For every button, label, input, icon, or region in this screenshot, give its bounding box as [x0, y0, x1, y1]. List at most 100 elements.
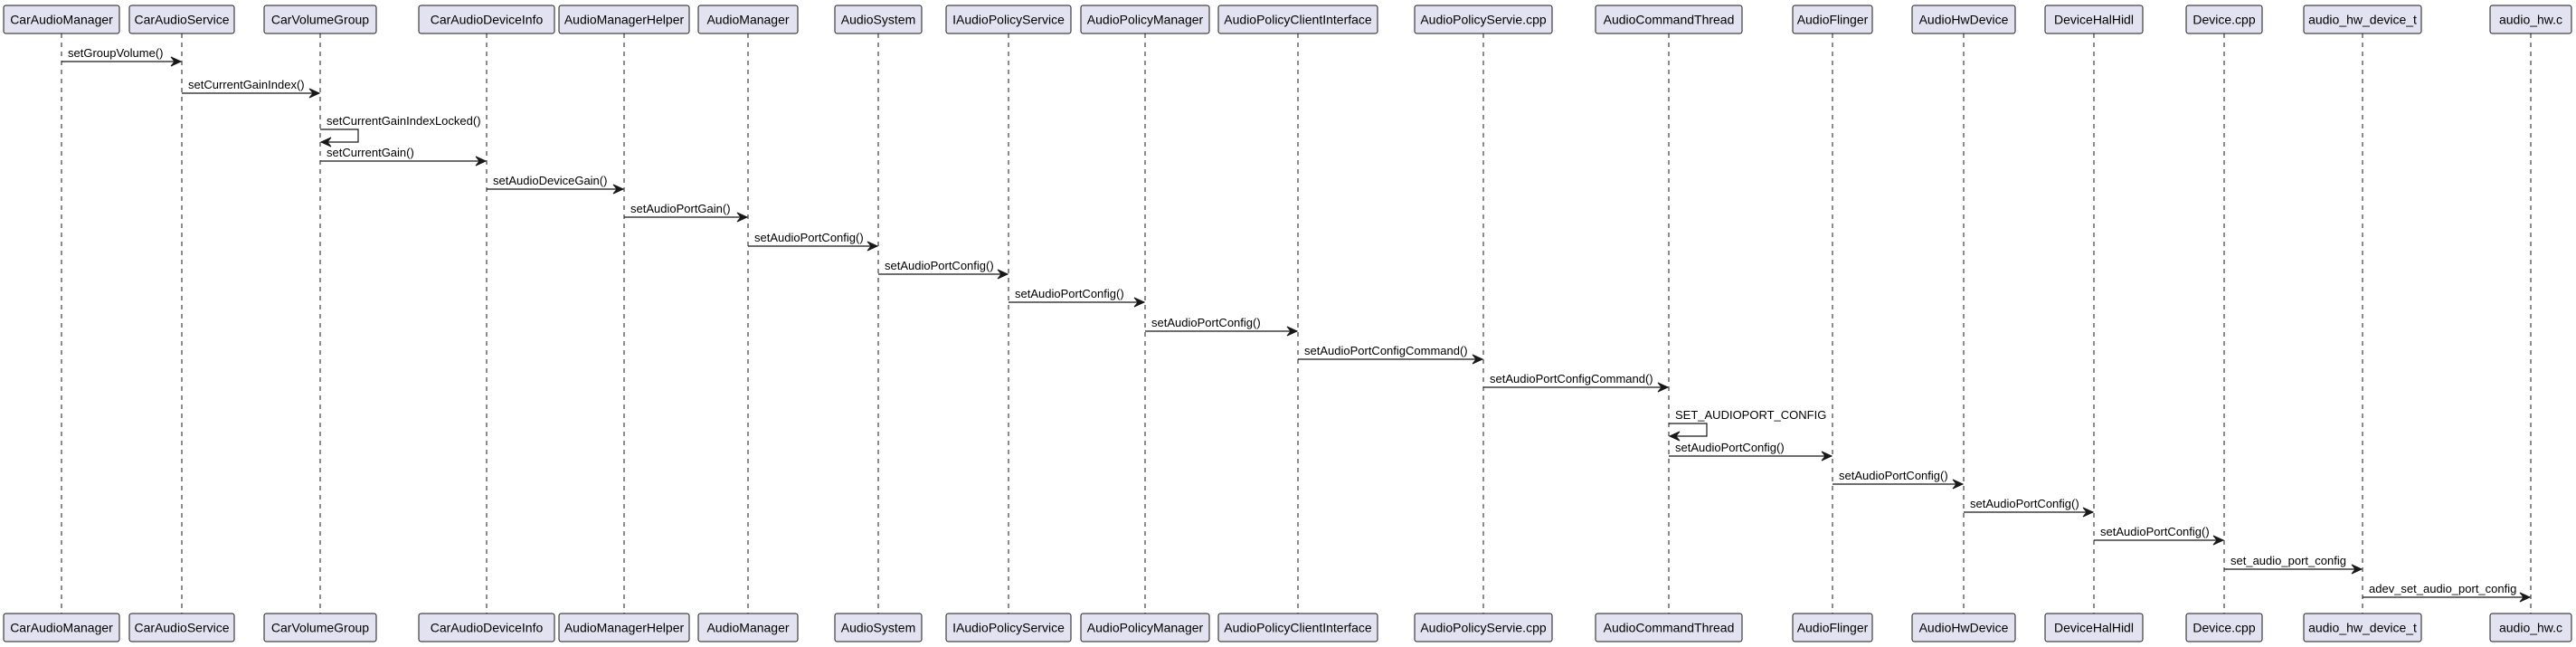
message-16: setAudioPortConfig()	[1964, 497, 2095, 518]
participant-label: CarAudioService	[134, 621, 229, 635]
message-4: setCurrentGain()	[320, 146, 488, 167]
arrow-head	[2082, 507, 2095, 518]
participant-box	[1792, 613, 1873, 642]
participant-bottom-audio-hw-c: audio_hw.c	[2489, 613, 2572, 642]
participant-bottom-audiosystem: AudioSystem	[834, 613, 923, 642]
message-5: setAudioDeviceGain()	[487, 174, 625, 195]
message-label: setAudioPortConfigCommand()	[1490, 372, 1653, 385]
message-label: setCurrentGain()	[327, 146, 414, 159]
participant-bottom-audiomanagerhelper: AudioManagerHelper	[558, 613, 690, 642]
participant-top-audiomanagerhelper: AudioManagerHelper	[558, 5, 690, 34]
participant-top-device-cpp: Device.cpp	[2185, 5, 2263, 34]
message-12: setAudioPortConfigCommand()	[1483, 372, 1670, 393]
arrow-head	[1952, 479, 1965, 490]
participant-box	[834, 613, 923, 642]
messages: setGroupVolume() setCurrentGainIndex() set…	[62, 46, 2532, 603]
participant-label: CarAudioManager	[10, 621, 113, 635]
message-label: setAudioPortConfig()	[1675, 441, 1785, 454]
participant-label: AudioPolicyServie.cpp	[1420, 621, 1547, 635]
participant-label: CarAudioDeviceInfo	[431, 621, 544, 635]
message-15: setAudioPortConfig()	[1833, 469, 1965, 490]
message-label: adev_set_audio_port_config	[2369, 582, 2516, 595]
message-2: setCurrentGainIndex()	[182, 78, 321, 99]
participant-label: AudioSystem	[841, 621, 915, 635]
message-label: setAudioPortConfigCommand()	[1304, 344, 1468, 357]
participant-box	[263, 613, 377, 642]
participant-label: DeviceHalHidl	[2054, 621, 2134, 635]
participant-top-iaudiopolicyservice: IAudioPolicyService	[945, 5, 1072, 34]
message-14: setAudioPortConfig()	[1669, 441, 1833, 461]
participant-box	[945, 613, 1072, 642]
message-8: setAudioPortConfig()	[878, 259, 1009, 280]
participants-top: CarAudioManager CarAudioService CarVolumeG…	[3, 5, 2572, 34]
participant-label: AudioCommandThread	[1604, 13, 1735, 27]
participant-bottom-caraudiomanager: CarAudioManager	[3, 613, 120, 642]
participant-top-audioflinger: AudioFlinger	[1792, 5, 1873, 34]
message-11: setAudioPortConfigCommand()	[1298, 344, 1484, 365]
participant-top-audiomanager: AudioManager	[697, 5, 799, 34]
arrow-head	[475, 156, 488, 167]
arrow-head	[2519, 592, 2532, 603]
participant-top-caraudiomanager: CarAudioManager	[3, 5, 120, 34]
message-7: setAudioPortConfig()	[748, 231, 879, 252]
participant-box	[1217, 613, 1378, 642]
self-message-arrow	[320, 128, 359, 143]
participant-box	[418, 5, 555, 34]
message-label: SET_AUDIOPORT_CONFIG	[1675, 408, 1826, 422]
participant-label: IAudioPolicyService	[952, 13, 1065, 27]
message-label: setCurrentGainIndexLocked()	[327, 114, 481, 128]
participant-top-audiopolicymanager: AudioPolicyManager	[1080, 5, 1210, 34]
participant-box	[945, 5, 1072, 34]
participant-label: AudioManager	[706, 621, 789, 635]
participant-box	[2489, 613, 2572, 642]
participant-top-audiocommandthread: AudioCommandThread	[1595, 5, 1743, 34]
participant-box	[1911, 5, 2016, 34]
message-label: setAudioPortGain()	[630, 202, 731, 215]
message-17: setAudioPortConfig()	[2094, 525, 2225, 546]
message-label: setAudioPortConfig()	[1839, 469, 1948, 482]
participant-label: CarVolumeGroup	[271, 13, 369, 27]
participant-box	[1792, 5, 1873, 34]
participant-top-devicehalhidl: DeviceHalHidl	[2044, 5, 2144, 34]
participant-top-audiopolicyservie-cpp: AudioPolicyServie.cpp	[1414, 5, 1553, 34]
message-label: setGroupVolume()	[68, 46, 164, 60]
participant-label: AudioHwDevice	[1919, 13, 2009, 27]
participant-label: audio_hw.c	[2499, 13, 2562, 27]
participant-label: CarAudioService	[134, 13, 229, 27]
participant-bottom-audiopolicyclientinterface: AudioPolicyClientInterface	[1217, 613, 1378, 642]
participant-box	[3, 613, 120, 642]
participant-box	[263, 5, 377, 34]
participant-label: audio_hw_device_t	[2308, 621, 2417, 635]
message-label: set_audio_port_config	[2230, 554, 2346, 567]
arrow-head	[1286, 326, 1299, 337]
participant-label: AudioManager	[706, 13, 789, 27]
participant-label: AudioFlinger	[1797, 621, 1869, 635]
participant-bottom-audiopolicyservie-cpp: AudioPolicyServie.cpp	[1414, 613, 1553, 642]
participant-box	[2303, 613, 2422, 642]
participant-label: audio_hw.c	[2499, 621, 2562, 635]
participant-box	[558, 5, 690, 34]
message-label: setAudioPortConfig()	[2100, 525, 2210, 538]
participant-box	[834, 5, 923, 34]
participant-top-audiohwdevice: AudioHwDevice	[1911, 5, 2016, 34]
participant-label: AudioPolicyServie.cpp	[1420, 13, 1547, 27]
participant-box	[558, 613, 690, 642]
participant-bottom-caraudiodeviceinfo: CarAudioDeviceInfo	[418, 613, 555, 642]
participant-label: audio_hw_device_t	[2308, 13, 2417, 27]
participant-top-audio-hw-c: audio_hw.c	[2489, 5, 2572, 34]
participant-label: AudioPolicyManager	[1087, 13, 1204, 27]
arrow-head	[1668, 431, 1681, 442]
arrow-head	[2351, 564, 2363, 575]
message-label: setAudioPortConfig()	[1015, 287, 1124, 300]
participant-box	[128, 613, 235, 642]
message-label: setAudioPortConfig()	[1970, 497, 2079, 510]
participant-label: AudioManagerHelper	[564, 13, 685, 27]
message-6: setAudioPortGain()	[624, 202, 749, 223]
participant-bottom-audio-hw-device-t: audio_hw_device_t	[2303, 613, 2422, 642]
participant-box	[1080, 613, 1210, 642]
participant-box	[1414, 5, 1553, 34]
arrow-head	[736, 212, 749, 223]
message-3: setCurrentGainIndexLocked()	[319, 114, 481, 147]
